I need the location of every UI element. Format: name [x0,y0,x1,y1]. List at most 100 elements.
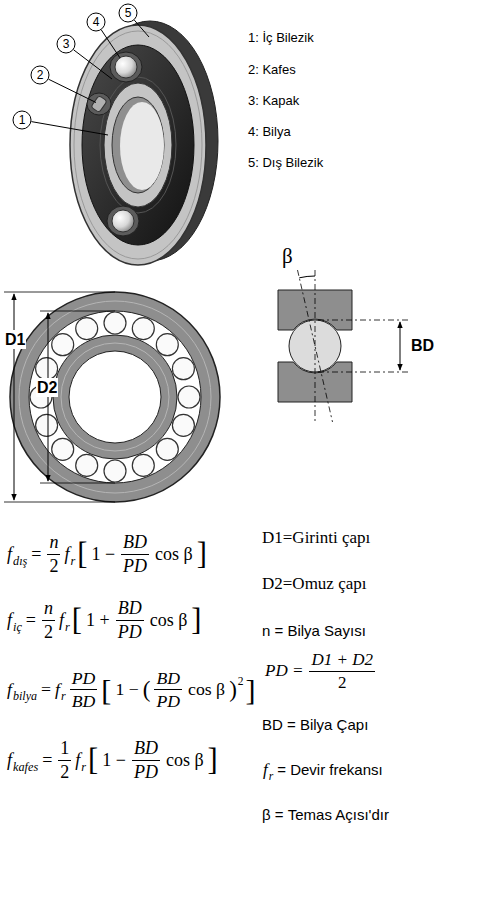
formula-token: 1 − [102,750,126,771]
ball [172,358,194,380]
ball [132,318,154,340]
bore [112,97,164,193]
fraction: PDBD [70,668,98,712]
symbol-base: f [7,610,12,630]
dimension-label: BD [410,336,435,355]
formula-term: PD [118,622,142,642]
bracket: ] [197,539,207,570]
subscript: r [81,760,86,774]
formula-term: 1 − [102,750,126,770]
formula-token: = [26,610,36,631]
part-name: 1: İç Bilezik [248,30,314,45]
formula-term: ] [191,603,201,637]
formula-token: 1 + [86,610,110,631]
formula-token: cos β [188,679,225,700]
dimension-line [14,294,15,500]
cutaway-window [110,52,142,82]
symbol-base: f [7,679,12,699]
formula-term: f [64,544,69,564]
formula-token: PD = [265,661,303,681]
ball [172,414,194,436]
denominator: PD [132,761,160,783]
contact-line [298,270,333,422]
fraction: n2 [47,532,60,576]
formula-term: 1 − [91,544,115,564]
formula-term: PD [134,762,158,782]
cutaway-window [87,93,111,115]
formula-term: n [49,532,58,552]
formula-term: BD [123,532,147,552]
formula: fiç=n2fr[1 +BDPDcos β] [6,598,203,642]
formula-term: r [65,620,70,634]
formula-term: f [7,750,12,770]
fraction: BD PD [121,532,149,576]
formula-term: = [26,610,36,630]
formula-term: r [61,689,66,703]
subscript: r [61,689,66,703]
part-name: 5: Dış Bilezik [248,155,323,170]
formula-term: 2 [49,556,58,576]
formula-term: 2 [238,675,244,687]
extension-line [4,292,115,293]
denominator: 2 [58,761,71,783]
ball [156,438,178,460]
center-line [315,270,316,422]
dimension-line [48,313,49,481]
fraction: n2 [42,598,55,642]
subscripted-symbol: fr [64,544,75,565]
subscripted-symbol: fr [263,760,273,780]
bracket: [ [72,605,82,636]
formula-term: cos β [166,750,204,770]
cutaway-window [107,206,139,236]
formula-token: = [42,750,52,771]
symbol-base: f [7,544,12,564]
formula-term: f [7,544,12,564]
fraction: BDPD [154,668,182,712]
denominator: 2 [336,672,349,693]
ball [104,460,126,482]
formula-term: BD [156,668,180,688]
formula-term: ( [143,676,151,702]
symbol-base: f [263,760,268,779]
parenthesis: ) [229,678,237,701]
ball [52,438,74,460]
formula-term: [ [72,603,82,637]
formula: PD =D1 + D22 [262,650,378,692]
callout-circle [31,66,49,84]
part-name: 3: Kapak [248,93,299,108]
fraction: BDPD [116,598,144,642]
definition-text: 2 [338,673,347,692]
numerator: n [47,532,60,555]
formula-term: BD [134,738,158,758]
symbol-base: f [64,544,69,564]
inner-ring-groove [61,343,169,451]
bracket: ] [191,605,201,636]
callout-circle [57,35,75,53]
definition-text: D1=Girinti çapı [262,528,370,548]
formula-term: BD [72,691,96,711]
bracket: ] [208,745,218,776]
formula-term: PD [123,556,147,576]
formula-token: = Devir frekansı [277,760,382,780]
ball [178,386,200,408]
fraction: BD PD [132,738,160,782]
ball [115,56,137,78]
subscripted-symbol: fbilya [7,679,37,700]
formula-term: = [42,750,52,770]
formula-term: f [7,610,12,630]
denominator: BD [70,690,98,711]
formula-token: cos β [155,544,193,565]
callout-number: 5 [119,4,137,22]
formula: fr= Devir frekansı [262,760,386,780]
definition-text: PD = [265,661,303,680]
symbol-base: f [75,750,80,770]
outer-ring-groove [19,301,211,493]
definition-text: = Devir frekansı [277,761,382,778]
formula-term: [ [88,743,98,777]
formula-token: = [31,544,41,565]
inner-ring [53,335,177,459]
denominator: PD [154,690,182,711]
denominator: PD [121,555,149,577]
formula-token: 1 − [91,544,115,565]
